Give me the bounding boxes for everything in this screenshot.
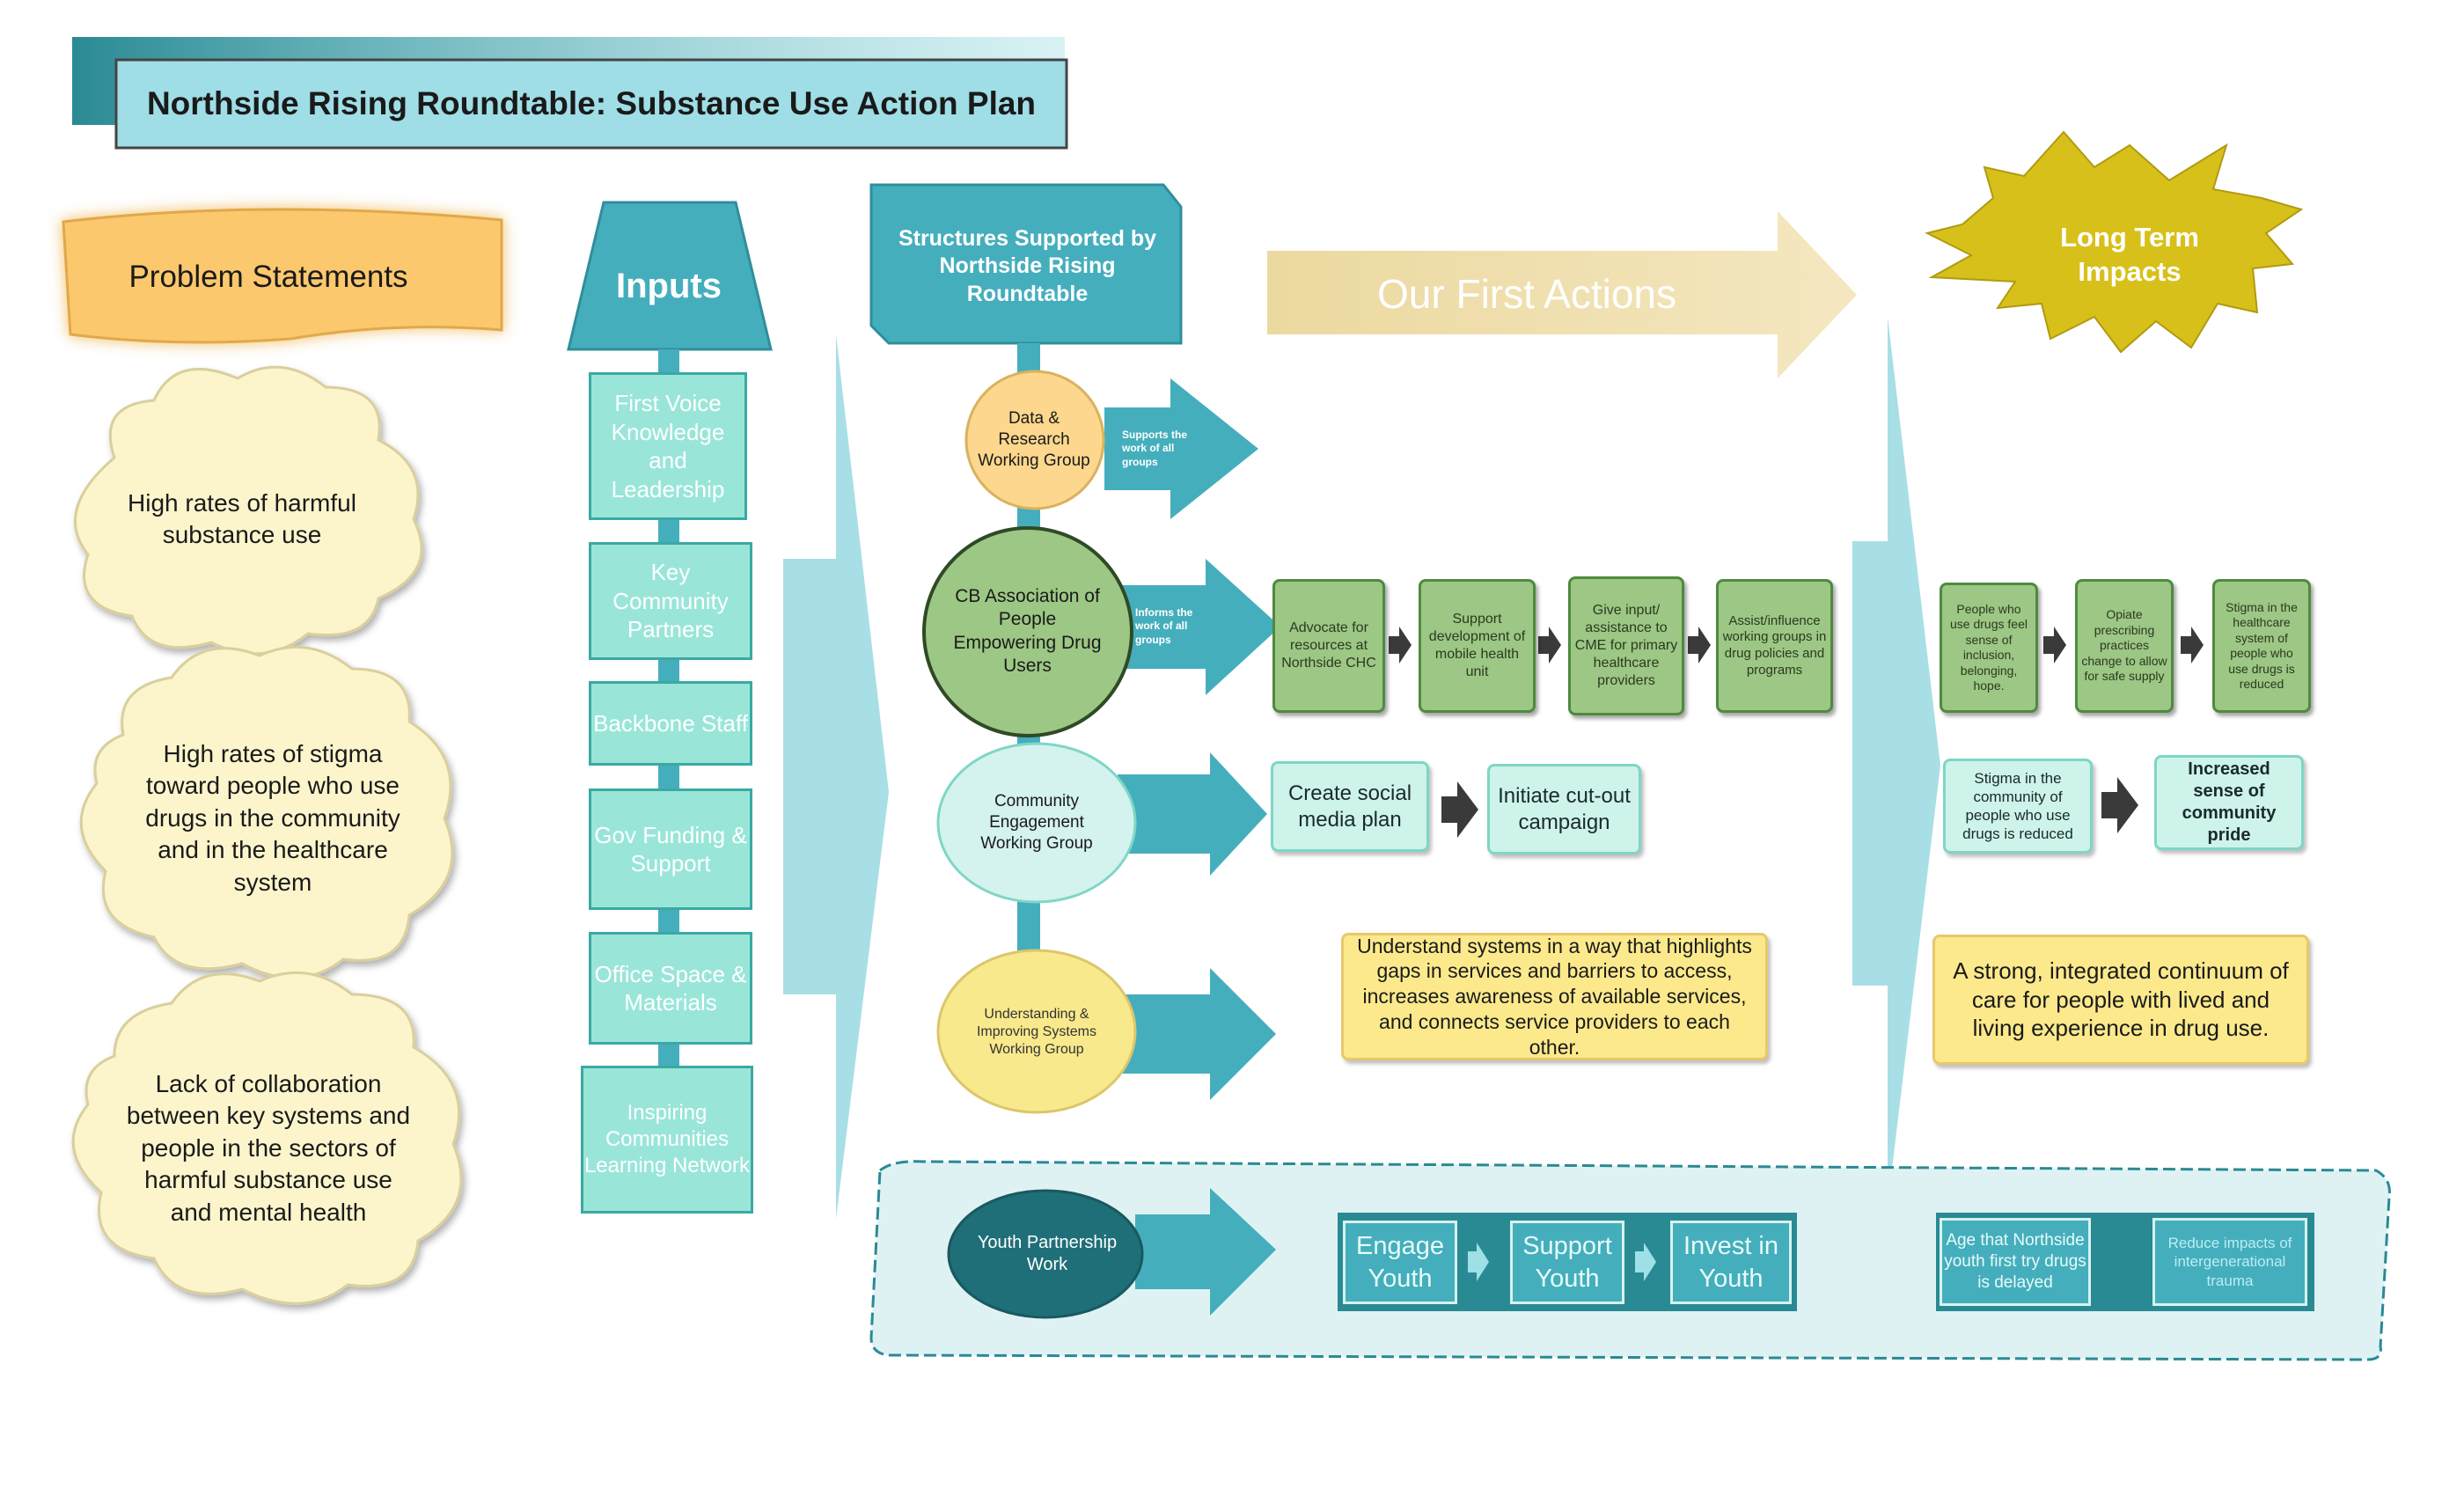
community-impact-stigma: Stigma in the community of people who us…: [1943, 759, 2093, 854]
chevron-arrow-1: [783, 334, 889, 1219]
group-youth-label: Youth Partnership Work: [977, 1233, 1118, 1274]
input-office-space: Office Space & Materials: [589, 932, 752, 1045]
youth-circle: [947, 1189, 1144, 1319]
youth-impact-delay: Age that Northside youth first try drugs…: [1940, 1218, 2091, 1306]
structures-header-shape: [869, 183, 1183, 345]
first-actions-heading: Our First Actions: [1377, 271, 1676, 318]
youth-strip-arrows: [1468, 1243, 1656, 1281]
long-term-heading: Long Term Impacts: [2060, 222, 2199, 287]
arrow-note-informs: Informs the work of all groups: [1135, 605, 1193, 646]
group-systems-label: Understanding & Improving Systems Workin…: [976, 1006, 1097, 1057]
cb-action-cme-input: Give input/ assistance to CME for primar…: [1568, 576, 1684, 715]
input-key-partners: Key Community Partners: [589, 542, 752, 660]
cb-association-circle: [922, 526, 1133, 737]
cb-impact-prescribing: Opiate prescribing practices change to a…: [2075, 579, 2174, 713]
youth-action-support: Support Youth: [1510, 1221, 1624, 1304]
community-action-social-media: Create social media plan: [1271, 761, 1429, 852]
youth-action-engage: Engage Youth: [1343, 1221, 1457, 1304]
input-backbone-staff: Backbone Staff: [589, 681, 752, 766]
systems-impact: A strong, integrated continuum of care f…: [1932, 935, 2309, 1065]
inputs-heading: Inputs: [616, 267, 722, 305]
group-data-research-label: Data & Research Working Group: [978, 409, 1090, 470]
systems-circle: [936, 949, 1137, 1114]
cb-action-assist-groups: Assist/influence working groups in drug …: [1716, 579, 1833, 713]
community-action-cutout: Initiate cut-out campaign: [1487, 764, 1641, 854]
cb-impact-healthcare-stigma: Stigma in the healthcare system of peopl…: [2212, 579, 2311, 713]
chevron-arrow-2: [1852, 317, 1940, 1206]
systems-action: Understand systems in a way that highlig…: [1341, 933, 1768, 1060]
group-community-engagement-label: Community Engagement Working Group: [980, 792, 1093, 853]
community-impact-pride: Increased sense of community pride: [2154, 755, 2304, 850]
inputs-connectors: [658, 349, 679, 1066]
problem-statement-3: Lack of collaboration between key system…: [126, 1070, 411, 1226]
community-engagement-circle: [936, 742, 1137, 904]
cb-action-mobile-unit: Support development of mobile health uni…: [1419, 579, 1536, 713]
page-title: Northside Rising Roundtable: Substance U…: [146, 84, 1037, 121]
inputs-header-shape: [567, 201, 773, 351]
structures-heading: Structures Supported by Northside Rising…: [898, 226, 1157, 306]
problem-statement-1: High rates of harmful substance use: [128, 488, 356, 548]
group-cb-association-label: CB Association of People Empowering Drug…: [953, 586, 1102, 676]
problem-statement-2: High rates of stigma toward people who u…: [145, 740, 400, 896]
title-banner: [114, 58, 1068, 150]
input-gov-funding: Gov Funding & Support: [589, 788, 752, 910]
input-first-voice: First Voice Knowledge and Leadership: [589, 372, 747, 520]
input-learning-network: Inspiring Communities Learning Network: [581, 1066, 753, 1214]
problem-clouds: [71, 365, 463, 1305]
problem-banner: [62, 208, 503, 344]
youth-action-invest: Invest in Youth: [1670, 1221, 1792, 1304]
cb-impact-inclusion: People who use drugs feel sense of inclu…: [1940, 583, 2038, 713]
arrow-note-supports: Supports the work of all groups: [1122, 428, 1187, 468]
long-term-star: [1925, 130, 2304, 354]
data-research-circle: [964, 370, 1105, 510]
youth-impact-trauma: Reduce impacts of intergenerational trau…: [2152, 1218, 2307, 1306]
first-actions-arrow: [1267, 211, 1857, 378]
group-arrows: [1104, 378, 1280, 1316]
cb-action-advocate: Advocate for resources at Northside CHC: [1272, 579, 1385, 713]
problem-statements-heading: Problem Statements: [128, 260, 408, 295]
